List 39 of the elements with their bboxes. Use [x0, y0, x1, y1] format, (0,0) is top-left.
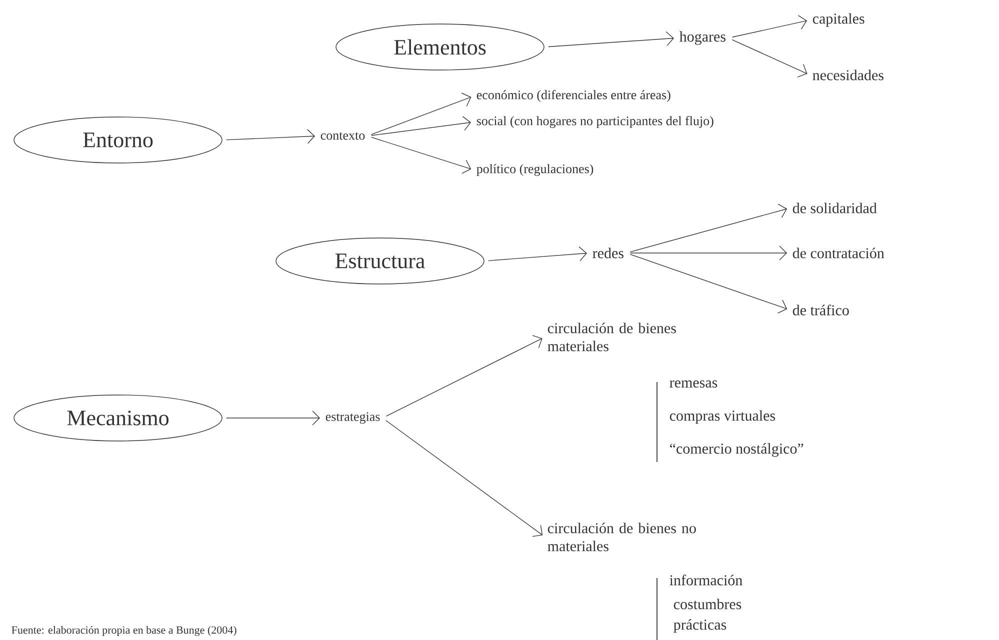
arrow — [370, 92, 472, 135]
caption: Fuente: elaboración propia en base a Bunge (2004) — [12, 626, 236, 636]
ellipse-node: Elementos — [336, 24, 544, 70]
node-text: económico (diferenciales entre áreas) — [476, 90, 670, 102]
node-text: circulación de bienes materiales — [548, 322, 676, 352]
node-text: necesidades — [812, 70, 884, 80]
arrow — [226, 129, 315, 144]
arrow — [226, 410, 320, 426]
node-text: de contratación — [792, 248, 884, 258]
node-text: estrategias — [326, 412, 380, 424]
arrow — [732, 39, 808, 78]
ellipse-node: Entorno — [14, 116, 222, 164]
ellipse-node: Mecanismo — [14, 394, 222, 442]
arrow — [548, 31, 674, 48]
list-item: costumbres — [674, 598, 742, 610]
node-text: hogares — [680, 31, 726, 45]
ellipse-node: Estructura — [276, 238, 484, 284]
list-item: prácticas — [674, 619, 726, 633]
arrow — [630, 204, 788, 252]
node-text: de solidaridad — [792, 202, 877, 214]
node-text: capitales — [812, 13, 864, 27]
arrow — [630, 246, 787, 260]
list-item: información — [670, 574, 742, 586]
arrow — [630, 254, 788, 314]
arrow — [371, 116, 472, 136]
list-item: “comercio nostálgico” — [670, 443, 804, 457]
arrow — [732, 15, 808, 38]
arrow — [385, 420, 543, 537]
node-text: político (regulaciones) — [476, 164, 594, 176]
node-text: contexto — [320, 132, 365, 140]
node-text: social (con hogares no participantes del flujo) — [476, 116, 714, 128]
node-text: circulación de bienes no materiales — [548, 522, 696, 552]
list-item: compras virtuales — [670, 410, 776, 424]
arrow — [488, 246, 588, 262]
node-text: de tráfico — [792, 304, 849, 316]
arrow — [370, 136, 472, 174]
node-text: redes — [592, 248, 624, 258]
list-item: remesas — [670, 380, 718, 388]
arrow — [386, 335, 542, 417]
